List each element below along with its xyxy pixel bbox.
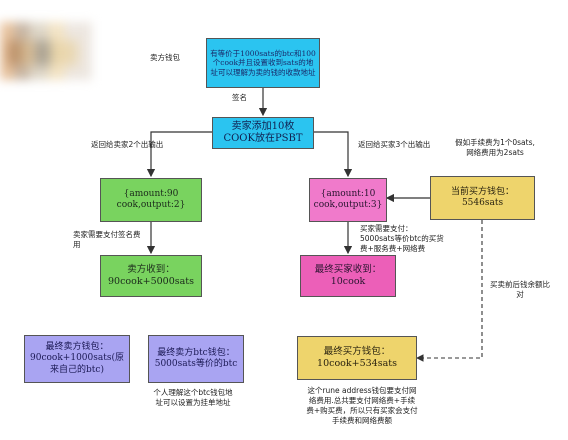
node-psbt: 卖家添加10枚COOK放在PSBT: [212, 117, 314, 149]
dashed-arrow-buyer-balance: [415, 220, 483, 362]
label-return-seller: 返回给卖家2个出输出: [91, 140, 164, 149]
node-buyer-received: 最终买家收到：10cook: [300, 255, 396, 297]
node-final-seller-btc-wallet: 最终卖方btc钱包：5000sats等价的btc: [148, 335, 244, 383]
blurred-avatar-detail: [8, 40, 78, 66]
node-seller-received: 卖方收到：90cook+5000sats: [100, 255, 202, 297]
label-sign: 签名: [232, 93, 247, 102]
label-return-buyer: 返回给买家3个出输出: [358, 140, 431, 149]
label-personal-note: 个人理解这个btc钱包地址可以设置为挂单地址: [153, 388, 233, 408]
label-rune-address-note: 这个rune address钱包要支付网络费用.总共要支付网络费+手续费+购买费…: [306, 386, 418, 426]
node-seller-wallet-assets: 有等价于1000sats的btc和100个cook并且设置收到sats的地址可以…: [206, 38, 320, 88]
arrow-psbt-to-buyer-output: [314, 131, 353, 178]
node-final-buyer-wallet: 最终买方钱包：10cook+534sats: [297, 336, 417, 380]
label-seller-wallet: 卖方钱包: [150, 53, 180, 62]
label-buyer-balance-compare: 买卖前后钱余额比对: [490, 280, 550, 300]
node-current-buyer-wallet: 当前买方钱包：5546sats: [430, 176, 535, 220]
label-seller-pays: 卖家需要支付签名费用: [73, 230, 141, 250]
label-buyer-pays: 买家需要支付：5000sats等价btc的买货费+服务费+网络费: [360, 224, 444, 254]
label-fee-assumption: 假如手续费为1个0sats,网络费用为2sats: [455, 138, 535, 158]
node-seller-output: {amount:90 cook,output:2}: [100, 178, 202, 222]
node-buyer-output: {amount:10 cook,output:3}: [309, 178, 387, 222]
arrow-psbt-to-seller-output: [146, 131, 212, 178]
node-final-seller-wallet: 最终卖方钱包：90cook+1000sats(原来自己的btc): [24, 335, 130, 383]
